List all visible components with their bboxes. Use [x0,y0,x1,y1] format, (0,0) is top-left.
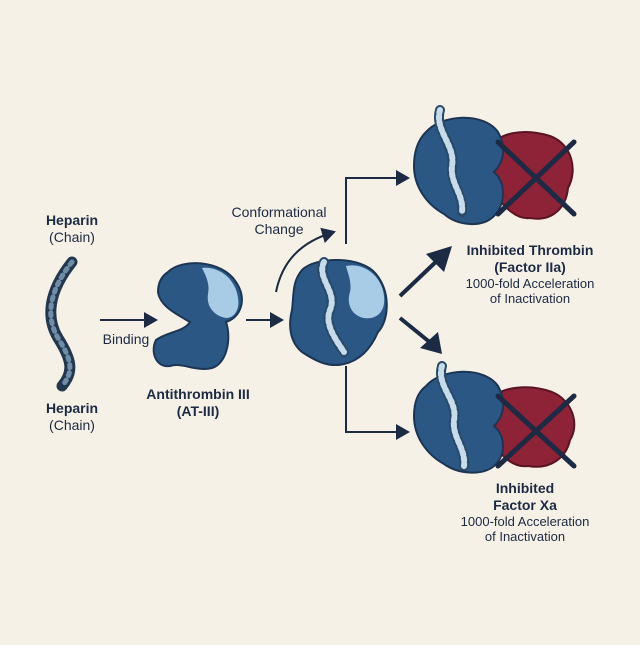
thrombin-note-2: of Inactivation [489,291,571,307]
factor-xa-title: Inhibited [495,480,555,496]
branch-arrows [345,170,452,440]
heparin-bottom-label: Heparin (Chain) [22,400,122,434]
heparin-top-label: Heparin (Chain) [22,212,122,246]
factor-xa-note-2: of Inactivation [484,529,566,545]
inhibition-x-icon [495,139,577,217]
heparin-chain [45,256,78,392]
inhibition-x-icon [495,393,577,469]
inhibited-thrombin-complex [412,105,577,225]
inhibited-factor-xa-complex [412,361,577,474]
thrombin-subtitle: (Factor IIa) [494,258,566,275]
thrombin-title: Inhibited Thrombin [466,242,594,258]
heparin-at3-complex [289,257,388,366]
factor-xa-note-1: 1000-fold Acceleration [460,513,590,529]
antithrombin-label: Antithrombin III (AT-III) [128,386,268,420]
heparin-bottom-name: Heparin [45,400,99,416]
binding-label: Binding [102,331,150,347]
heparin-top-sub: (Chain) [49,228,95,245]
factor-xa-subtitle: Factor Xa [493,496,557,513]
heparin-bottom-sub: (Chain) [49,416,95,433]
factor-xa-label: Inhibited Factor Xa 1000-fold Accelerati… [440,480,610,545]
conformational-change-label: Conformational Change [212,204,346,238]
antithrombin-iii-shape [152,262,243,370]
heparin-top-name: Heparin [45,212,99,228]
antithrombin-name: Antithrombin III [146,386,250,402]
thrombin-label: Inhibited Thrombin (Factor IIa) 1000-fol… [444,242,616,307]
conformational-line2: Change [254,220,304,237]
conformational-line1: Conformational [231,204,327,220]
thrombin-note-1: 1000-fold Acceleration [465,275,595,291]
conformational-change-arrow [275,227,336,293]
antithrombin-abbrev: (AT-III) [176,402,220,419]
